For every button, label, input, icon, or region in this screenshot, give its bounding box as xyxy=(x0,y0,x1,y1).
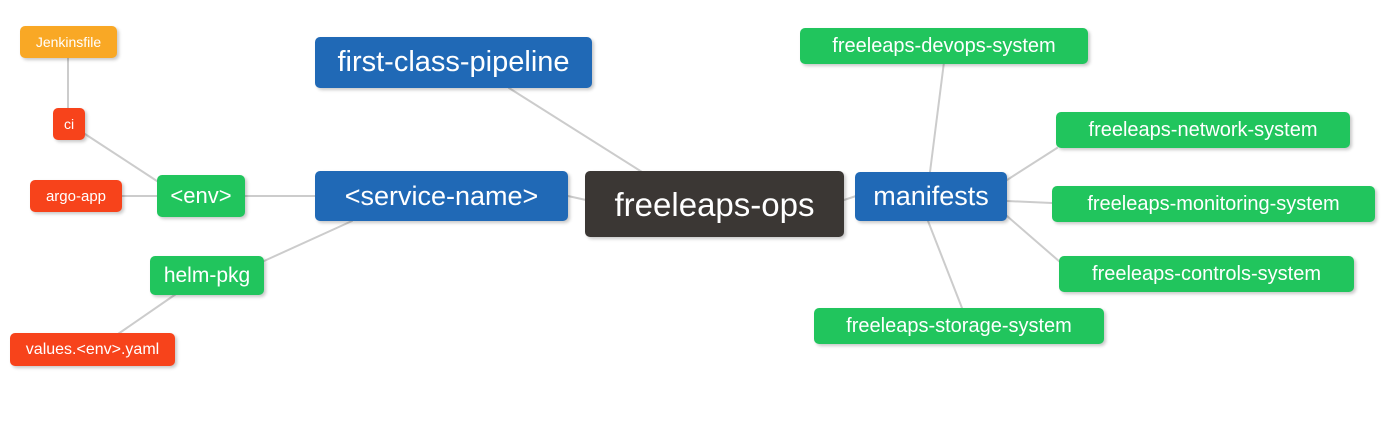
node-freeleaps-controls-system-label: freeleaps-controls-system xyxy=(1092,263,1321,285)
node-freeleaps-monitoring-system[interactable]: freeleaps-monitoring-system xyxy=(1052,186,1375,222)
node-manifests-label: manifests xyxy=(873,181,989,211)
node-manifests[interactable]: manifests xyxy=(855,172,1007,221)
node-freeleaps-network-system[interactable]: freeleaps-network-system xyxy=(1056,112,1350,148)
node-jenkinsfile[interactable]: Jenkinsfile xyxy=(20,26,117,58)
node-ci[interactable]: ci xyxy=(53,108,85,140)
node-freeleaps-devops-system-label: freeleaps-devops-system xyxy=(832,35,1056,57)
node-first-class-pipeline-label: first-class-pipeline xyxy=(337,46,570,78)
node-freeleaps-devops-system[interactable]: freeleaps-devops-system xyxy=(800,28,1088,64)
edge-manifests-monitoring xyxy=(1006,200,1053,204)
node-service-name[interactable]: <service-name> xyxy=(315,171,568,221)
edge-manifests-network xyxy=(1006,147,1058,181)
node-ci-label: ci xyxy=(63,116,75,132)
edge-firstclasspipeline-root xyxy=(508,87,643,173)
edge-manifests-storage xyxy=(927,220,963,309)
edge-values-helmpkg xyxy=(117,293,177,335)
node-service-name-label: <service-name> xyxy=(344,180,539,211)
edge-ci-env xyxy=(84,133,161,184)
node-first-class-pipeline[interactable]: first-class-pipeline xyxy=(315,37,592,88)
edge-servicename-root xyxy=(567,195,587,201)
node-helm-pkg[interactable]: helm-pkg xyxy=(150,256,264,295)
node-freeleaps-network-system-label: freeleaps-network-system xyxy=(1088,119,1318,141)
node-freeleaps-ops-label: freeleaps-ops xyxy=(614,185,815,223)
node-env[interactable]: <env> xyxy=(157,175,245,217)
edge-manifests-devops xyxy=(929,61,945,173)
node-argo-app-label: argo-app xyxy=(45,187,107,205)
edge-manifests-controls xyxy=(1006,215,1061,263)
node-freeleaps-storage-system[interactable]: freeleaps-storage-system xyxy=(814,308,1104,344)
node-jenkinsfile-label: Jenkinsfile xyxy=(35,34,102,50)
edge-helmpkg-servicename xyxy=(263,220,353,262)
node-values-yaml[interactable]: values.<env>.yaml xyxy=(10,333,175,366)
node-freeleaps-storage-system-label: freeleaps-storage-system xyxy=(846,315,1072,337)
node-argo-app[interactable]: argo-app xyxy=(30,180,122,212)
node-values-yaml-label: values.<env>.yaml xyxy=(25,340,160,358)
node-freeleaps-ops[interactable]: freeleaps-ops xyxy=(585,171,844,237)
node-env-label: <env> xyxy=(170,183,232,208)
node-freeleaps-monitoring-system-label: freeleaps-monitoring-system xyxy=(1087,193,1340,215)
node-freeleaps-controls-system[interactable]: freeleaps-controls-system xyxy=(1059,256,1354,292)
node-helm-pkg-label: helm-pkg xyxy=(163,264,251,287)
